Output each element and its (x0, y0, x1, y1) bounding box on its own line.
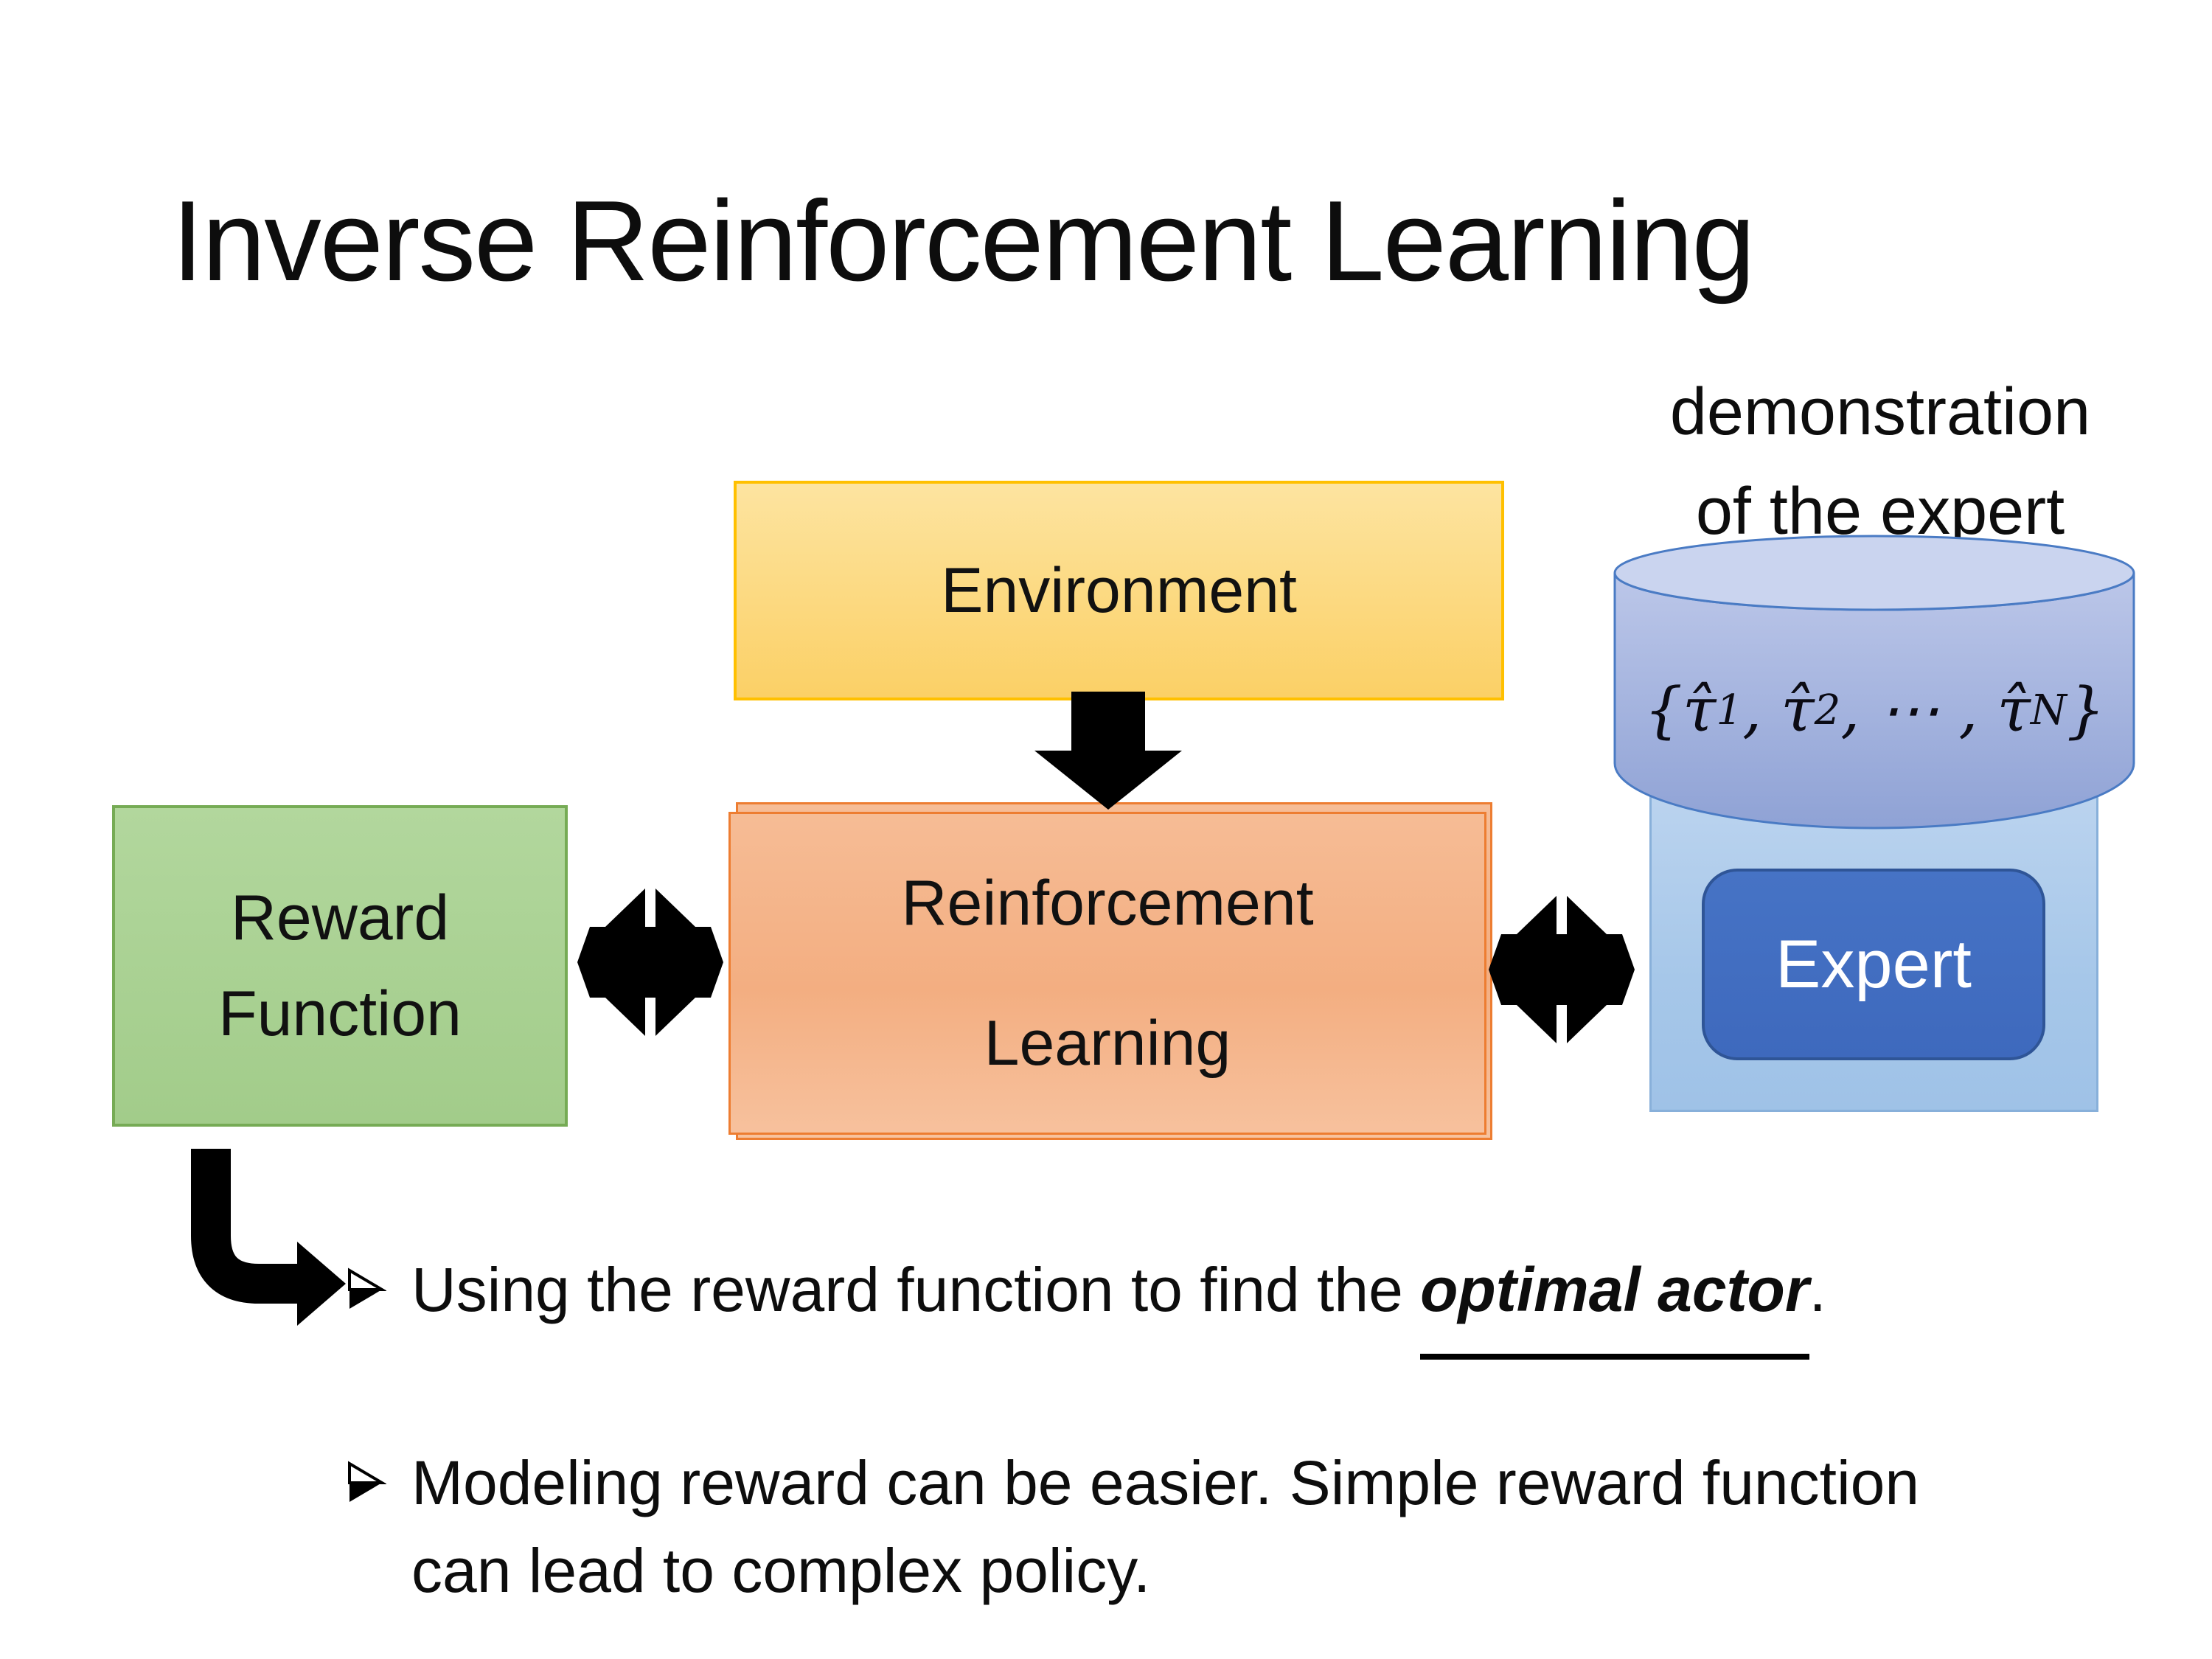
bullet-arrowhead-icon (348, 1267, 386, 1309)
environment-box-label: Environment (941, 554, 1297, 626)
optimal-actor-emphasis: optimal actor (1420, 1255, 1809, 1360)
reward-function-box: Reward Function (112, 805, 568, 1127)
demonstration-caption-line1: demonstration (1669, 375, 2091, 449)
elbow-arrow-icon (191, 1149, 346, 1326)
page-title: Inverse Reinforcement Learning (172, 177, 1756, 305)
expert-box: Expert (1702, 869, 2045, 1060)
demonstration-database-cylinder-icon (1613, 535, 2135, 830)
exchange-arrow-right-icon (1489, 896, 1635, 1043)
demonstration-caption: demonstration of the expert (1622, 363, 2138, 562)
bullet-item-1: Using the reward function to find the op… (411, 1246, 2144, 1360)
down-arrow-icon (1034, 692, 1182, 810)
exchange-arrow-left-icon (577, 888, 723, 1036)
trajectory-set-formula: {τ̂1, τ̂2, ⋯ , τ̂N} (1644, 675, 2106, 745)
environment-box: Environment (734, 481, 1504, 700)
reward-function-box-label: Reward Function (218, 883, 462, 1049)
reinforcement-learning-box-label: Reinforcement Learning (901, 868, 1314, 1079)
bullet-item-2: Modeling reward can be easier. Simple re… (411, 1448, 1920, 1605)
reinforcement-learning-box: Reinforcement Learning (728, 812, 1486, 1135)
bullet-arrowhead-icon (348, 1461, 386, 1502)
expert-box-label: Expert (1775, 926, 1972, 1002)
